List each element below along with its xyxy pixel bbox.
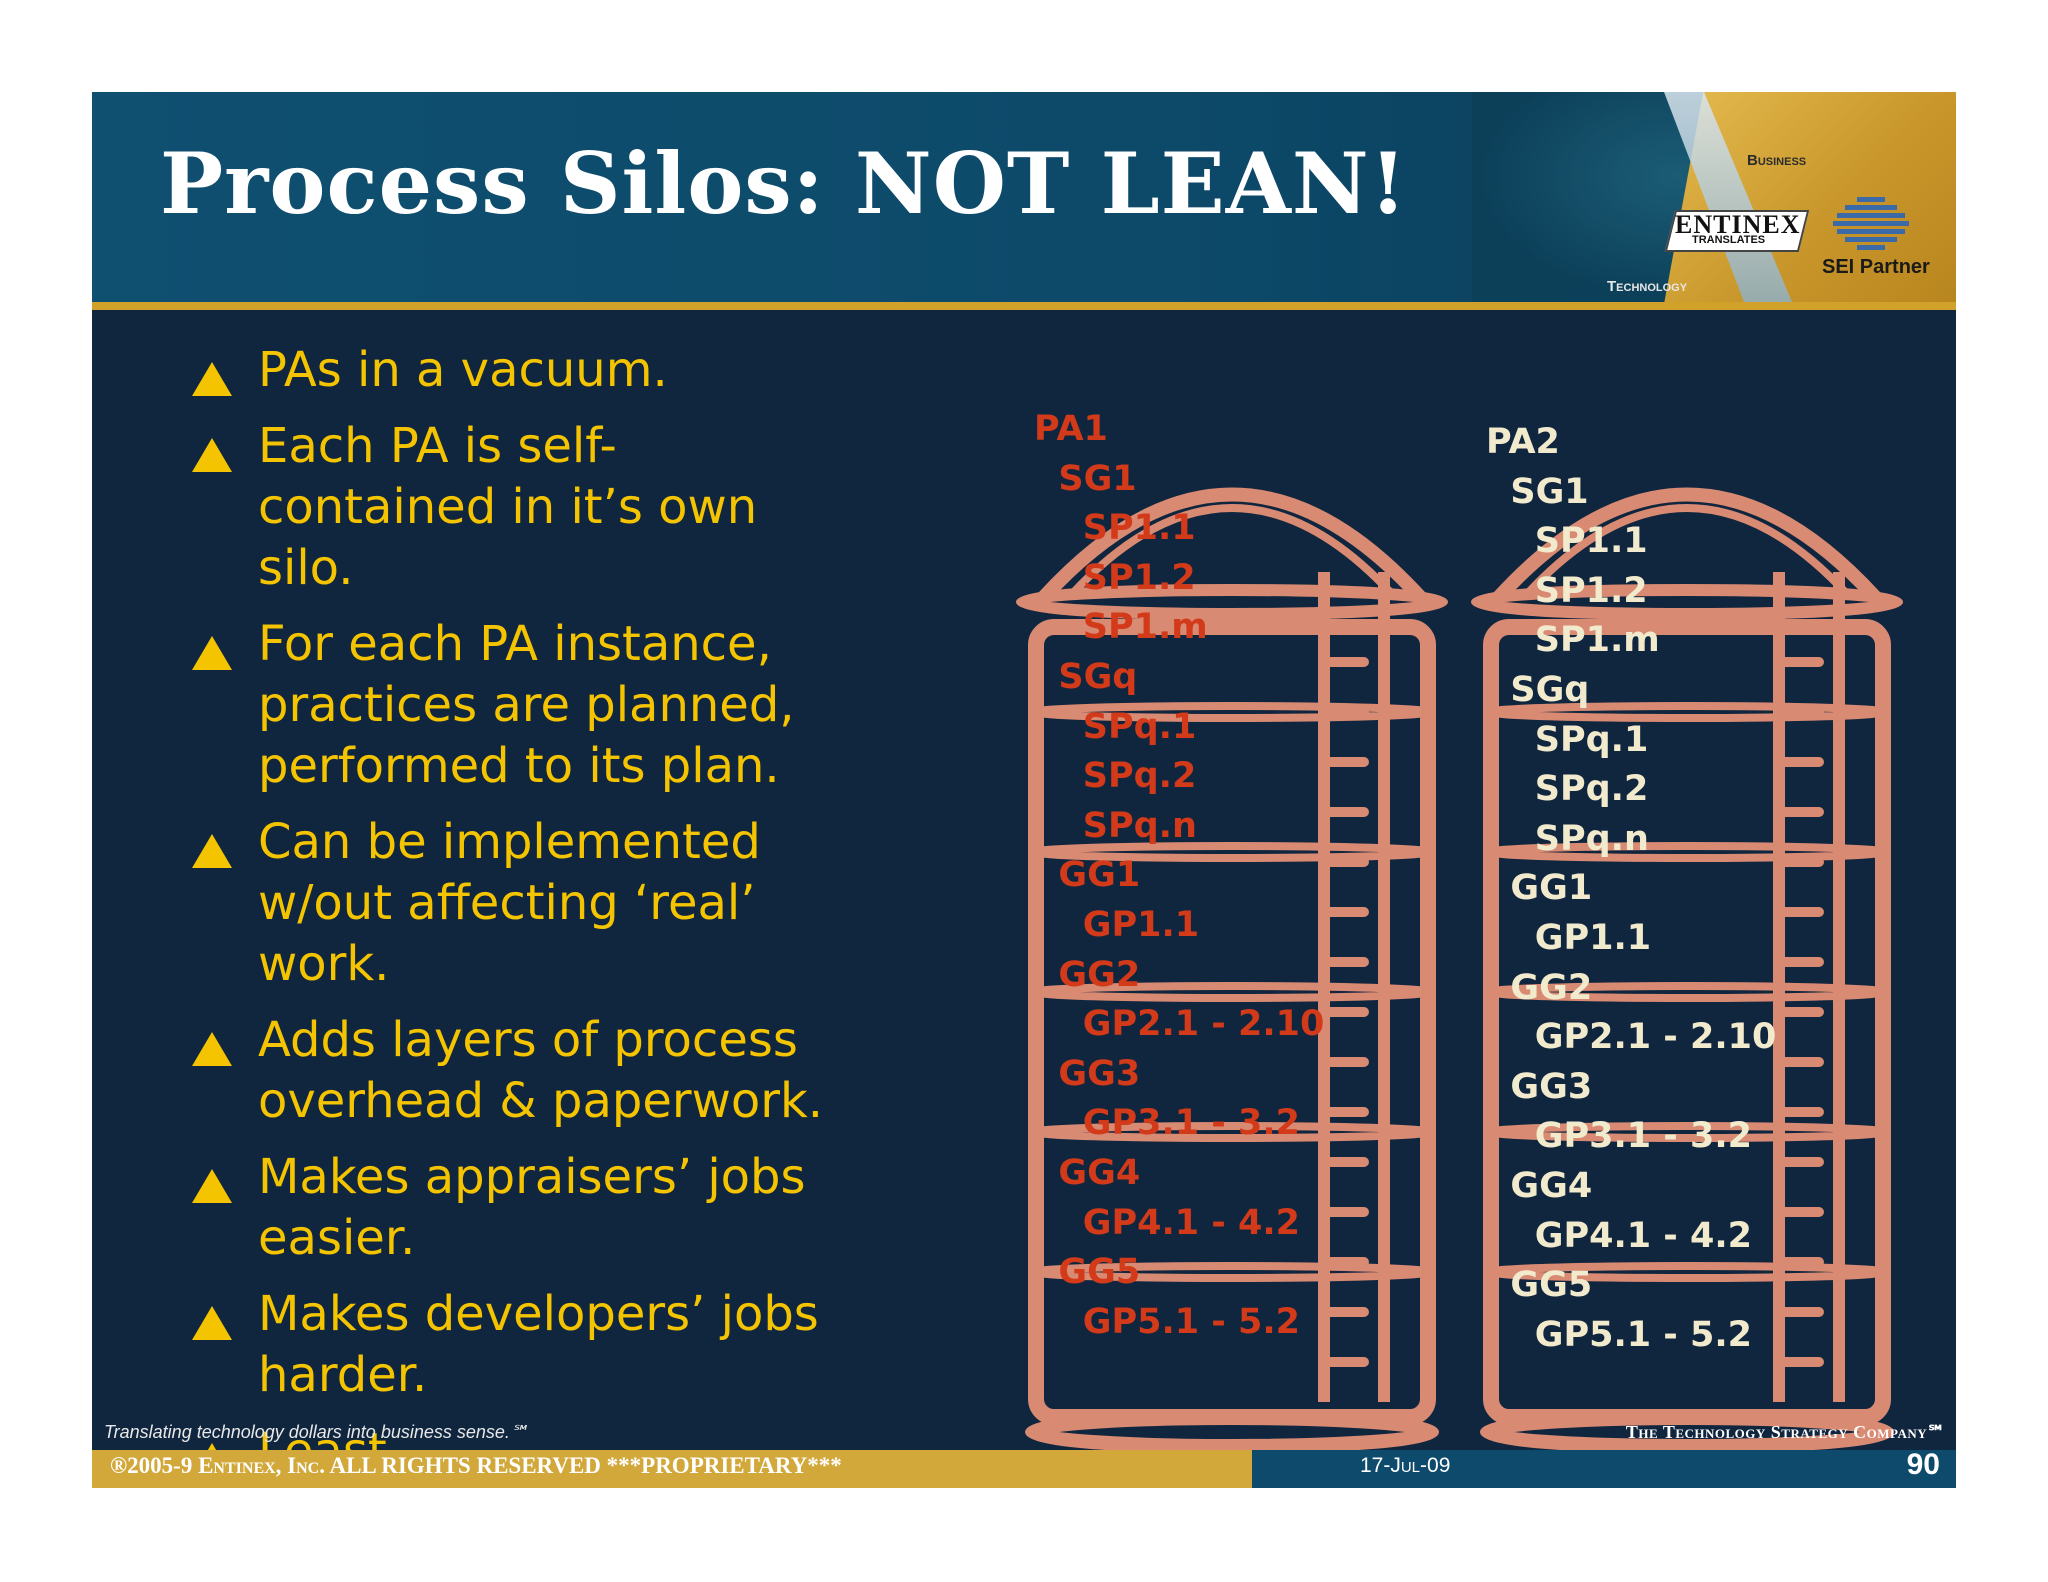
silo-band (1032, 1122, 1432, 1142)
silo-practice-line: SP1.2 (1486, 570, 1648, 611)
slide: Process Silos: NOT LEAN! Business Techno… (92, 92, 1956, 1488)
silo-band (1487, 1122, 1887, 1142)
triangle-bullet-icon (192, 636, 232, 670)
silo1-practice-list: PA1 SG1 SP1.1 SP1.2 SP1.m SGq SPq.1 SPq.… (1034, 405, 1324, 1347)
silo-practice-line: GP5.1 - 5.2 (1034, 1301, 1301, 1342)
silo-practice-line: GG3 (1034, 1053, 1141, 1094)
silo-dome-inner (1524, 504, 1850, 597)
silo-dome (1492, 487, 1882, 604)
bullet-item: Each PA is self-contained in it’s own si… (192, 416, 832, 599)
silo-practice-line: SPq.2 (1034, 756, 1197, 797)
silo-practice-line: SP1.m (1486, 620, 1660, 661)
silo-practice-line: GP4.1 - 4.2 (1486, 1215, 1753, 1256)
entinex-logo-name: ENTINEX (1675, 210, 1801, 239)
silo-practice-line: SP1.m (1034, 607, 1208, 648)
silo-band (1032, 842, 1432, 862)
silo-practice-line: PA1 (1034, 409, 1108, 449)
silo-practice-line: SPq.n (1034, 805, 1197, 846)
silo-band (1032, 1262, 1432, 1282)
silo-practice-line: GG1 (1486, 868, 1593, 909)
silo-band (1487, 842, 1887, 862)
silo-band (1487, 982, 1887, 1002)
silo-base (1025, 1411, 1439, 1453)
silo-drawings (1016, 487, 1903, 1453)
silo-rim (1471, 584, 1903, 620)
silo-practice-line: SGq (1486, 669, 1590, 710)
silo-practice-line: SPq.1 (1486, 719, 1649, 760)
sei-globe-icon (1833, 197, 1909, 250)
footer-tagline: Translating technology dollars into busi… (104, 1422, 529, 1442)
silo-practice-line: SGq (1034, 656, 1138, 697)
silo-practice-line: SP1.1 (1486, 521, 1648, 562)
bullet-item: Can be implemented w/out affecting ‘real… (192, 812, 832, 995)
bullet-list: PAs in a vacuum. Each PA is self-contain… (192, 340, 832, 1488)
header-divider (92, 302, 1956, 310)
silo-practice-line: GP2.1 - 2.10 (1486, 1017, 1777, 1058)
footer-date: 17-Jul-09 (1360, 1454, 1451, 1477)
silo-practice-line: SP1.1 (1034, 508, 1196, 549)
silo-band (1032, 702, 1432, 722)
triangle-bullet-icon (192, 1306, 232, 1340)
footer-blue-bar (1252, 1450, 1956, 1488)
silo-base (1480, 1411, 1894, 1453)
silo-practice-line: GG4 (1034, 1152, 1141, 1193)
silo-rim (1016, 584, 1448, 620)
silo-practice-line: GG2 (1034, 954, 1141, 995)
slide-title: Process Silos: NOT LEAN! (160, 134, 1408, 233)
logo-technology-label: Technology (1607, 278, 1688, 295)
silo-practice-line: GG4 (1486, 1165, 1593, 1206)
bullet-item: Makes appraisers’ jobs easier. (192, 1147, 832, 1269)
sei-partner-label: SEI Partner (1822, 256, 1930, 278)
silo-practice-line: GG2 (1486, 967, 1593, 1008)
silo-practice-line: SP1.2 (1034, 557, 1196, 598)
entinex-logo-subtitle: TRANSLATES (1692, 234, 1766, 246)
footer-company: The Technology Strategy Company℠ (1625, 1422, 1946, 1442)
bullet-item: For each PA instance, practices are plan… (192, 614, 832, 797)
silo-practice-line: GG5 (1034, 1252, 1141, 1293)
footer-gold-bar (92, 1450, 1292, 1488)
triangle-bullet-icon (192, 1169, 232, 1203)
silo-practice-line: GP5.1 - 5.2 (1486, 1314, 1753, 1355)
silo-band (1032, 982, 1432, 1002)
silo-practice-line: GP1.1 (1486, 917, 1652, 958)
silo-band (1487, 1262, 1887, 1282)
silo-practice-line: GG3 (1486, 1066, 1593, 1107)
page-number: 90 (1906, 1448, 1940, 1481)
silo2-practice-list: PA2 SG1 SP1.1 SP1.2 SP1.m SGq SPq.1 SPq.… (1486, 418, 1776, 1360)
triangle-bullet-icon (192, 362, 232, 396)
silo-practice-line: SPq.2 (1486, 769, 1649, 810)
logo-business-label: Business (1747, 152, 1807, 169)
triangle-bullet-icon (192, 1032, 232, 1066)
silo-band (1487, 702, 1887, 722)
silo-practice-line: GG5 (1486, 1265, 1593, 1306)
silo-practice-line: GP4.1 - 4.2 (1034, 1202, 1301, 1243)
triangle-bullet-icon (192, 834, 232, 868)
silo-dome-inner (1069, 504, 1395, 597)
silo-practice-line: SPq.1 (1034, 706, 1197, 747)
silo-practice-line: GG1 (1034, 855, 1141, 896)
silo-practice-line: GP2.1 - 2.10 (1034, 1004, 1325, 1045)
silo-practice-line: SPq.n (1486, 818, 1649, 859)
bullet-item: PAs in a vacuum. (192, 340, 832, 401)
silo-practice-line: PA2 (1486, 422, 1560, 462)
silo-practice-line: SG1 (1034, 458, 1137, 499)
triangle-bullet-icon (192, 438, 232, 472)
silo-practice-line: GP3.1 - 3.2 (1486, 1116, 1753, 1157)
silo-practice-line: GP3.1 - 3.2 (1034, 1103, 1301, 1144)
silo-practice-line: SG1 (1486, 471, 1589, 512)
bullet-item: Makes developers’ jobs harder. (192, 1284, 832, 1406)
silo-dome (1037, 487, 1427, 604)
bullet-item: Adds layers of process overhead & paperw… (192, 1010, 832, 1132)
footer-copyright: ®2005-9 Entinex, Inc. ALL RIGHTS RESERVE… (110, 1453, 842, 1478)
silo-practice-line: GP1.1 (1034, 904, 1200, 945)
